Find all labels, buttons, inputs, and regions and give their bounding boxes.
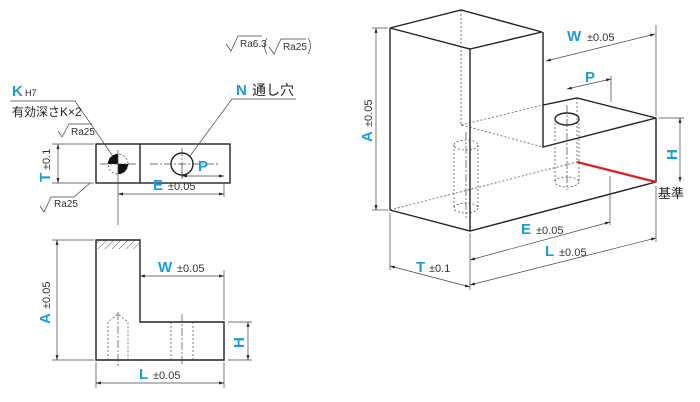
- datum-label: 基準: [658, 186, 684, 201]
- isometric-view: 基準 A ±0.05 W ±0.05 P H E ±0.05 L ±0.05 T…: [359, 9, 684, 290]
- iso-a-tolerance: ±0.05: [363, 100, 375, 127]
- iso-l-label: L: [545, 243, 554, 260]
- iso-t-label: T: [416, 259, 425, 276]
- t-tolerance: ±0.1: [41, 149, 53, 170]
- iso-e-tolerance: ±0.05: [536, 225, 563, 237]
- w-tolerance: ±0.05: [177, 263, 204, 275]
- bottom-face-finish: Ra25: [54, 199, 78, 210]
- a-tolerance: ±0.05: [41, 282, 53, 309]
- iso-p-label: P: [585, 69, 595, 86]
- finish-ra25: Ra25: [283, 42, 307, 53]
- top-face-finish: Ra25: [71, 127, 95, 138]
- e-tolerance: ±0.05: [168, 181, 195, 193]
- p-label: P: [198, 158, 208, 175]
- surface-finish-symbol: Ra6.3 Ra25: [225, 35, 311, 55]
- t-label: T: [37, 173, 54, 182]
- k-tolerance: H7: [25, 88, 37, 98]
- finish-ra63: Ra6.3: [240, 39, 267, 50]
- n-label: N: [236, 82, 247, 99]
- l-label: L: [139, 366, 148, 383]
- l-tolerance: ±0.05: [153, 370, 180, 382]
- iso-e-label: E: [521, 221, 531, 238]
- iso-t-tolerance: ±0.1: [429, 263, 450, 275]
- front-view: A ±0.05 W ±0.05 H L ±0.05: [37, 239, 252, 388]
- top-view: K H7 有効深さK×2 N 通し穴 Ra25 Ra25 T ±0.1 P E …: [10, 82, 296, 225]
- iso-w-tolerance: ±0.05: [587, 32, 614, 44]
- iso-a-label: A: [359, 131, 376, 142]
- datum-line: [576, 160, 657, 184]
- k-depth-note: 有効深さK×2: [12, 104, 82, 119]
- k-label: K: [12, 83, 23, 100]
- h-label: H: [231, 337, 248, 348]
- a-label: A: [37, 313, 54, 324]
- e-label: E: [153, 177, 163, 194]
- iso-l-tolerance: ±0.05: [559, 247, 586, 259]
- iso-w-label: W: [567, 28, 582, 45]
- n-note: 通し穴: [252, 82, 294, 98]
- w-label: W: [158, 259, 173, 276]
- iso-h-label: H: [664, 149, 681, 160]
